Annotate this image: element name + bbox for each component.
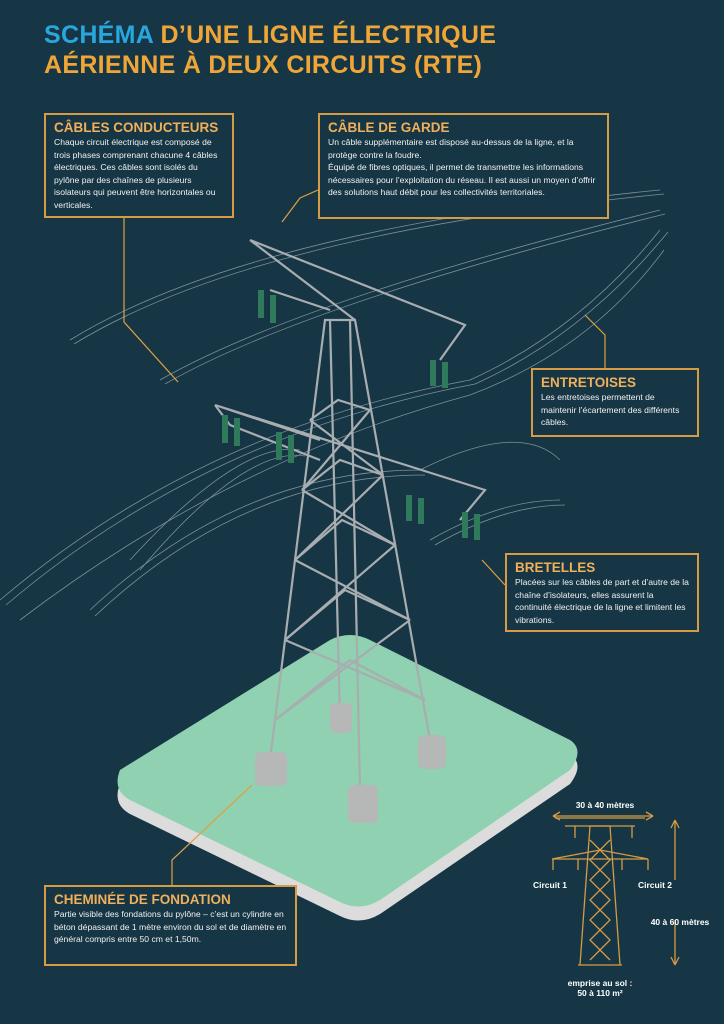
box-text: Les entretoises permettent de maintenir … [541,392,680,427]
pylon-tower [214,238,487,791]
box-text: Un câble supplémentaire est disposé au-d… [328,137,596,197]
info-box-cables-conducteurs: CÂBLES CONDUCTEURS Chaque circuit électr… [44,113,234,218]
box-text: Placées sur les câbles de part et d’autr… [515,577,689,625]
box-heading: BRETELLES [515,560,596,575]
circuit2-label: Circuit 2 [637,880,672,890]
info-box-bretelles: BRETELLES Placées sur les câbles de part… [505,553,699,632]
ground-platform [117,635,578,921]
title-highlight: SCHÉMA [44,21,154,49]
footprint-line2: 50 à 110 m² [577,988,623,998]
box-heading: CÂBLE DE GARDE [328,120,450,135]
box-heading: ENTRETOISES [541,375,637,390]
leader-lines [123,189,606,885]
insulators [222,290,480,540]
box-heading: CÂBLES CONDUCTEURS [54,120,219,135]
box-heading: CHEMINÉE DE FONDATION [54,892,231,907]
height-label: 40 à 60 mètres [650,917,710,927]
info-box-entretoises: ENTRETOISES Les entretoises permettent d… [531,368,699,437]
circuit1-label: Circuit 1 [532,880,567,890]
box-text: Chaque circuit électrique est composé de… [54,137,218,210]
width-label: 30 à 40 mètres [575,800,635,810]
title-line2: AÉRIENNE À DEUX CIRCUITS (RTE) [44,51,483,79]
footprint-label: emprise au sol : 50 à 110 m² [555,978,645,998]
info-box-cheminee-de-fondation: CHEMINÉE DE FONDATION Partie visible des… [44,885,297,966]
mini-pylon-diagram [551,811,680,966]
box-text: Partie visible des fondations du pylône … [54,909,287,944]
page-title: SCHÉMA D’UNE LIGNE ÉLECTRIQUE AÉRIENNE À… [44,20,496,80]
title-line1: D’UNE LIGNE ÉLECTRIQUE [153,21,497,49]
foundations [255,703,446,823]
footprint-line1: emprise au sol : [567,978,633,988]
info-box-cable-de-garde: CÂBLE DE GARDE Un câble supplémentaire e… [318,113,609,219]
